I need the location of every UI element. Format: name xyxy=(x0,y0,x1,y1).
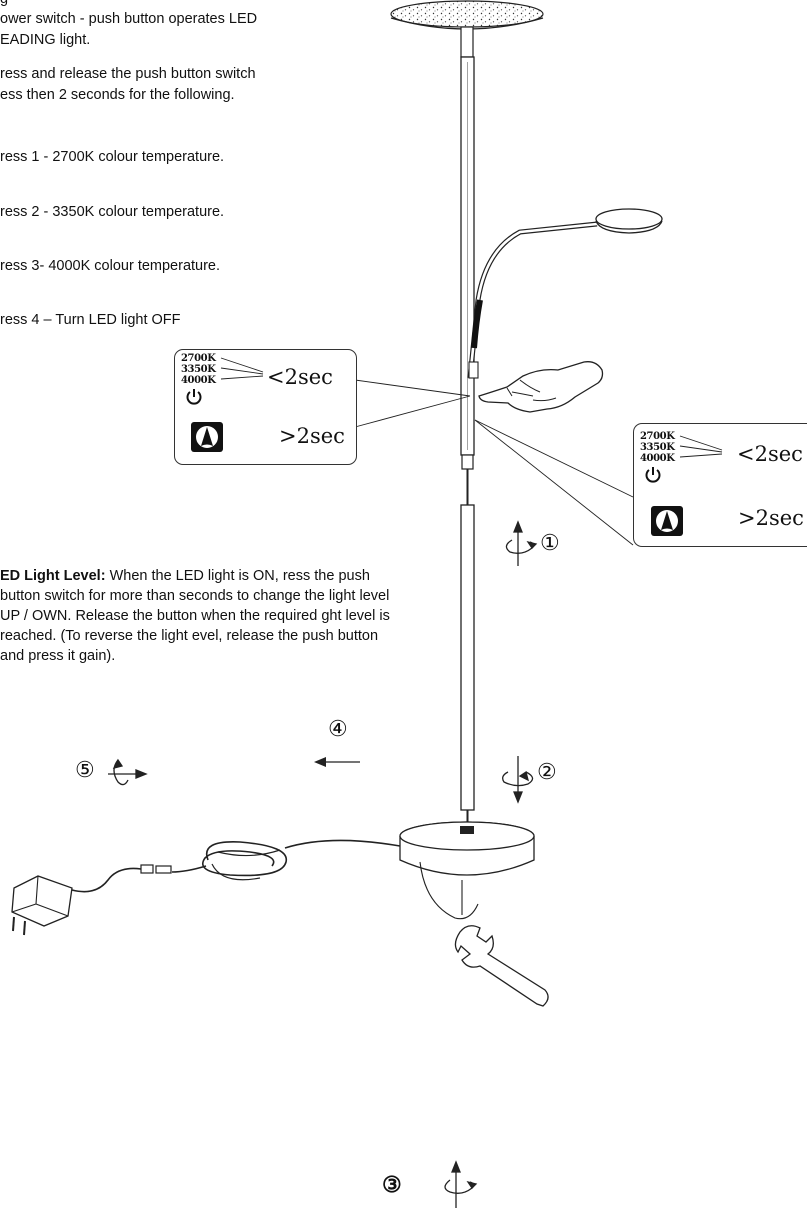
temp-4000k-label: 4000K xyxy=(640,453,675,464)
step-5-number: ⑤ xyxy=(75,758,95,783)
press-1-text: ress 1 - 2700K colour temperature. xyxy=(0,149,225,165)
power-switch-line-2: EADING light. xyxy=(0,32,91,48)
press-3-text: ress 3- 4000K colour temperature. xyxy=(0,258,221,274)
short-press-label: <2sec xyxy=(267,365,333,389)
light-level-paragraph: ED Light Level: When the LED light is ON… xyxy=(0,566,400,666)
temp-2700k-label: 2700K xyxy=(181,353,216,364)
fan-lines-left xyxy=(220,357,264,380)
dimmer-icon xyxy=(651,506,683,536)
rotate-arrow-1 xyxy=(505,520,538,566)
dimmer-icon xyxy=(191,422,223,452)
power-adapter xyxy=(11,875,73,936)
light-level-heading: ED Light Level: xyxy=(0,568,106,584)
rotate-arrow-3 xyxy=(444,1160,478,1208)
callout-box-left: 2700K 3350K 4000K <2sec >2sec xyxy=(174,349,357,465)
press-4-text: ress 4 – Turn LED light OFF xyxy=(0,312,181,328)
upper-pole xyxy=(460,56,475,505)
power-icon xyxy=(645,467,661,483)
rotate-arrow-5 xyxy=(108,758,148,786)
step-4-number: ④ xyxy=(328,717,348,742)
text-fragment-top: g xyxy=(0,0,8,9)
power-icon xyxy=(186,389,202,405)
long-press-label: >2sec xyxy=(738,506,804,530)
long-press-label: >2sec xyxy=(279,424,345,448)
temp-3350k-label: 3350K xyxy=(181,364,216,375)
short-press-label: <2sec xyxy=(737,442,803,466)
step-3-number: ③ xyxy=(382,1172,402,1198)
step-1-number: ① xyxy=(540,531,560,556)
press-release-line-2: ess then 2 seconds for the following. xyxy=(0,87,235,103)
insert-arrow-4 xyxy=(314,757,360,767)
lamp-base xyxy=(399,821,535,920)
step-2-number: ② xyxy=(537,760,557,785)
callout-leaders xyxy=(354,379,634,546)
lower-pole xyxy=(460,504,475,855)
power-cable xyxy=(71,839,401,893)
callout-box-right: 2700K 3350K 4000K <2sec >2sec xyxy=(633,423,807,547)
power-switch-line-1: ower switch - push button operates LED xyxy=(0,11,258,27)
temp-3350k-label: 3350K xyxy=(640,442,675,453)
reading-arm xyxy=(467,208,663,379)
rotate-arrow-2 xyxy=(502,756,534,804)
fan-lines-right xyxy=(679,435,723,458)
temp-4000k-label: 4000K xyxy=(181,375,216,386)
light-level-body: When the LED light is ON, ress the push … xyxy=(0,568,390,664)
spanner xyxy=(454,925,549,1007)
temp-2700k-label: 2700K xyxy=(640,431,675,442)
hand-pressing-button xyxy=(478,361,604,413)
uplighter-head xyxy=(390,0,544,58)
press-2-text: ress 2 - 3350K colour temperature. xyxy=(0,204,225,220)
press-release-line-1: ress and release the push button switch xyxy=(0,66,256,82)
